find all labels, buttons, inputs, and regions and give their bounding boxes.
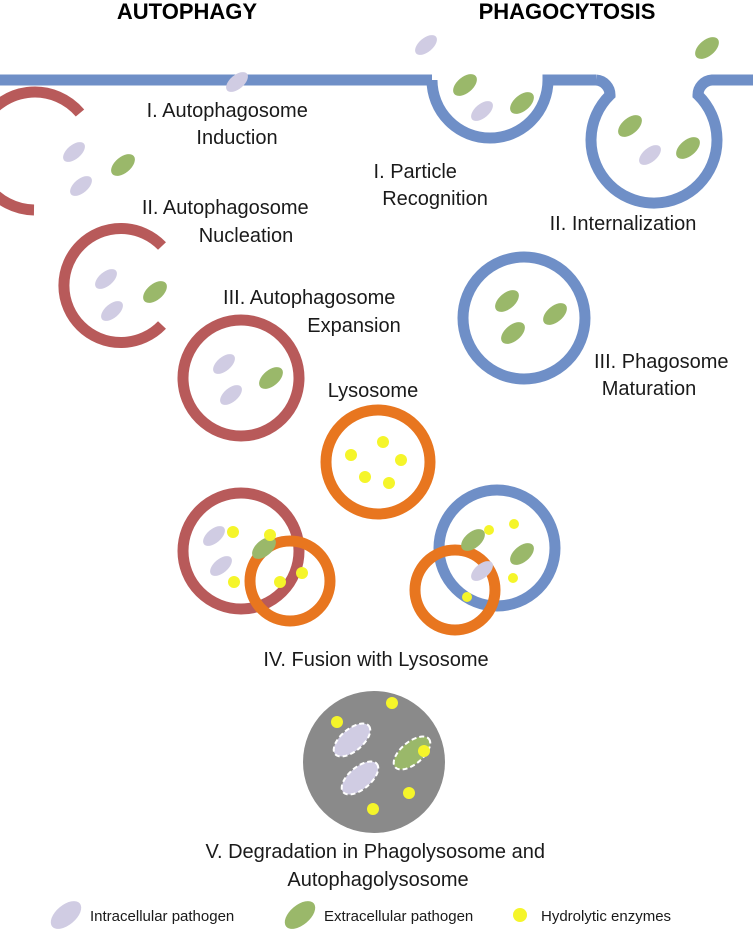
- intracellular-pathogen: [471, 101, 493, 121]
- fusion-label: IV. Fusion with Lysosome: [263, 649, 488, 671]
- phagocytosis-header: PHAGOCYTOSIS: [479, 0, 656, 24]
- internalization-label: II. Internalization: [550, 213, 697, 235]
- intracellular-pathogen: [101, 301, 123, 321]
- legend-intracellular-swatch: [50, 901, 82, 929]
- degradation-label: V. Degradation in Phagolysosome and Auto…: [205, 841, 550, 891]
- intracellular-pathogen: [639, 145, 661, 165]
- hydrolytic-enzymes: [462, 519, 519, 602]
- extracellular-pathogen: [495, 290, 519, 312]
- lysosome-label: Lysosome: [328, 380, 418, 402]
- intracellular-pathogen: [471, 561, 493, 581]
- extracellular-pathogen: [543, 303, 567, 325]
- intracellular-pathogen: [203, 526, 225, 546]
- intracellular-pathogen: [210, 556, 232, 576]
- extracellular-pathogen: [676, 137, 700, 159]
- legend-enzymes-label: Hydrolytic enzymes: [541, 908, 671, 925]
- extracellular-pathogen: [143, 281, 167, 303]
- intracellular-pathogen: [63, 142, 85, 162]
- extracellular-pathogen: [510, 92, 534, 114]
- autophagy-nucleation-label: II. Autophagosome Nucleation: [142, 197, 314, 247]
- legend-intracellular-label: Intracellular pathogen: [90, 908, 234, 925]
- autophagosome-nucleation-membrane: [58, 223, 166, 348]
- fusing-autophagosome-membrane: [177, 487, 305, 615]
- intracellular-pathogen: [95, 269, 117, 289]
- autophagosome-expansion-membrane: [177, 314, 305, 442]
- autophagy-induction-label: I. Autophagosome Induction: [147, 100, 314, 149]
- autophagy-expansion-label: III. Autophagosome Expansion: [223, 287, 401, 337]
- degrading-intracellular-pathogen: [332, 722, 372, 758]
- hydrolytic-enzymes: [345, 436, 407, 489]
- legend-enzymes-swatch: [513, 908, 527, 922]
- degrading-intracellular-pathogen: [340, 760, 380, 796]
- extracellular-pathogen: [111, 154, 135, 176]
- hydrolytic-enzymes: [331, 697, 430, 815]
- extracellular-pathogen: [618, 115, 642, 137]
- phagosome-membrane: [457, 251, 591, 385]
- extracellular-pathogen: [453, 74, 477, 96]
- extracellular-pathogen: [501, 322, 525, 344]
- intracellular-pathogen: [226, 72, 248, 92]
- intracellular-pathogen: [70, 176, 92, 196]
- legend-extracellular-swatch: [284, 901, 316, 929]
- intracellular-pathogen: [415, 35, 437, 55]
- fusing-lysosome-membrane: [409, 544, 501, 636]
- particle-recognition-label: I. Particle Recognition: [374, 161, 488, 210]
- plasma-membrane: [0, 74, 753, 209]
- extracellular-pathogen: [695, 37, 719, 59]
- autophagy-header: AUTOPHAGY: [117, 0, 257, 24]
- extracellular-pathogen: [252, 537, 276, 559]
- legend-extracellular-label: Extracellular pathogen: [324, 908, 473, 925]
- hydrolytic-enzymes: [227, 526, 308, 588]
- lysosome-membrane: [320, 404, 436, 520]
- fusing-lysosome-membrane: [244, 535, 336, 627]
- intracellular-pathogen: [220, 385, 242, 405]
- extracellular-pathogen: [259, 367, 283, 389]
- phagosome-maturation-label: III. Phagosome Maturation: [594, 351, 734, 400]
- legend: Intracellular pathogen Extracellular pat…: [50, 901, 671, 929]
- autophagosome-induction-membrane: [0, 86, 85, 216]
- extracellular-pathogen: [510, 543, 534, 565]
- intracellular-pathogen: [213, 354, 235, 374]
- extracellular-pathogen: [461, 529, 485, 551]
- degrading-extracellular-pathogen: [392, 735, 432, 771]
